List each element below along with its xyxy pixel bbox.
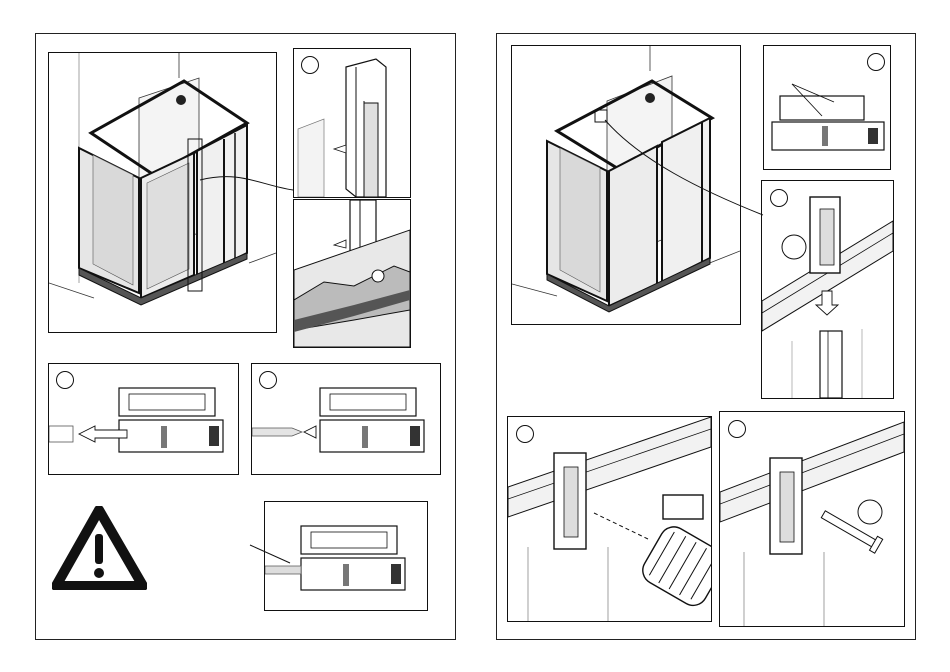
warning-triangle-icon — [52, 506, 147, 590]
panel-detail-insert-strip — [251, 363, 441, 475]
remove-strip-illustration — [49, 364, 238, 474]
pointer-detail-illustration — [265, 502, 427, 610]
shower-enclosure-illustration — [49, 53, 276, 332]
panel-detail-vertical-profile — [293, 48, 411, 198]
profile-extrusion-illustration — [294, 49, 410, 197]
screwdriver-illustration — [508, 417, 711, 621]
panel-detail-clip-mount — [761, 180, 894, 399]
panel-overview-shower-right — [511, 45, 741, 325]
insert-strip-illustration — [252, 364, 440, 474]
shower-enclosure-right-illustration — [512, 46, 740, 324]
profile-base-illustration — [294, 200, 410, 347]
screw-illustration — [720, 412, 904, 626]
top-section-illustration — [764, 46, 890, 169]
panel-overview-shower — [48, 52, 277, 333]
panel-detail-profile-base — [293, 199, 411, 348]
panel-detail-screw — [719, 411, 905, 627]
panel-detail-pointer — [264, 501, 428, 611]
panel-detail-remove-strip — [48, 363, 239, 475]
clip-mount-illustration — [762, 181, 893, 398]
panel-detail-top-section — [763, 45, 891, 170]
panel-detail-screwdriver — [507, 416, 712, 622]
